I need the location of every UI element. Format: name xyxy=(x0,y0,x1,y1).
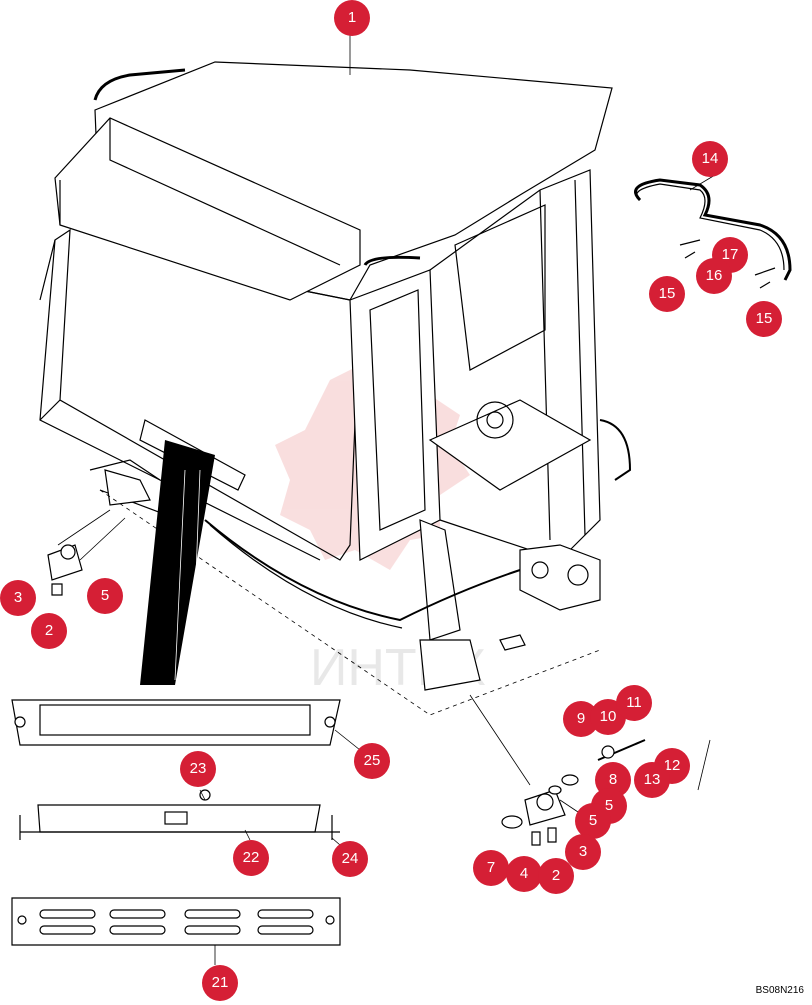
drawing-code-label: BS08N216 xyxy=(755,985,804,996)
roof-rail xyxy=(93,68,186,101)
callout-15-right[interactable]: 15 xyxy=(746,301,782,337)
callout-25[interactable]: 25 xyxy=(354,743,390,779)
vent-pointer xyxy=(140,440,215,685)
callout-3-right[interactable]: 3 xyxy=(565,834,601,870)
front-mount-part xyxy=(47,544,83,596)
callout-2-left[interactable]: 2 xyxy=(31,613,67,649)
callout-11[interactable]: 11 xyxy=(616,685,652,721)
callout-14[interactable]: 14 xyxy=(692,141,728,177)
rear-mount-right xyxy=(519,544,601,611)
side-handle xyxy=(599,419,632,481)
callout-1[interactable]: 1 xyxy=(334,0,370,36)
callout-23[interactable]: 23 xyxy=(180,751,216,787)
rear-mount-part xyxy=(501,739,646,846)
leader-lines xyxy=(199,34,716,965)
callout-3-left[interactable]: 3 xyxy=(0,580,36,616)
callout-5-right[interactable]: 5 xyxy=(575,803,611,839)
vent-panel-assembly xyxy=(11,699,341,746)
callout-2-right[interactable]: 2 xyxy=(538,858,574,894)
front-mount-left xyxy=(104,469,151,506)
callout-4[interactable]: 4 xyxy=(506,856,542,892)
cab-assembly xyxy=(39,61,632,716)
callout-16[interactable]: 16 xyxy=(696,258,732,294)
callout-13[interactable]: 13 xyxy=(634,762,670,798)
cab-door xyxy=(349,269,441,561)
mount-post xyxy=(419,519,461,641)
handrail-part xyxy=(634,178,792,289)
callout-15-left[interactable]: 15 xyxy=(649,276,685,312)
callout-21[interactable]: 21 xyxy=(202,965,238,1001)
callout-7[interactable]: 7 xyxy=(473,850,509,886)
hose-line xyxy=(204,519,521,622)
callout-24[interactable]: 24 xyxy=(332,841,368,877)
vent-tray xyxy=(19,789,340,840)
louvre-grille xyxy=(11,897,341,946)
callout-5-left[interactable]: 5 xyxy=(87,578,123,614)
callout-22[interactable]: 22 xyxy=(233,840,269,876)
